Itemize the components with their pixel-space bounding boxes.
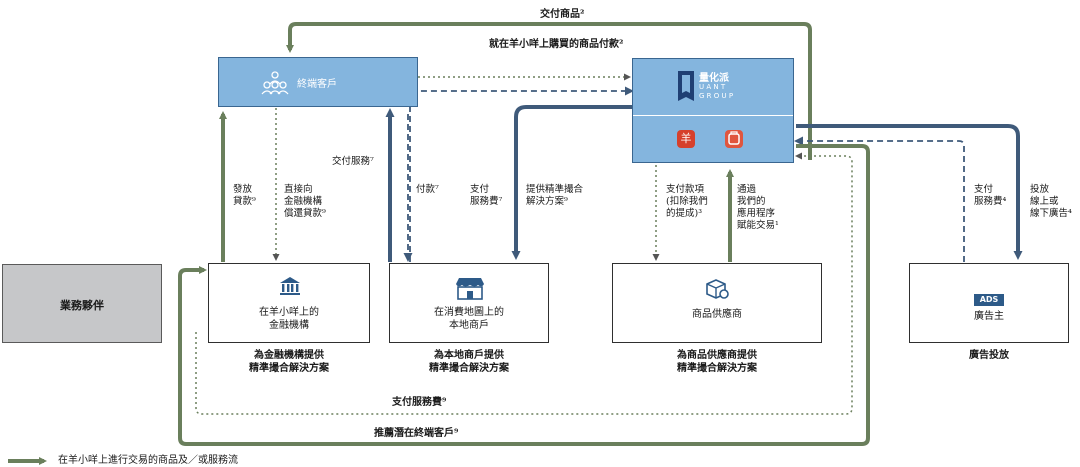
recommend-loop bbox=[178, 144, 870, 446]
supplier-label: 商品供應商 bbox=[692, 309, 742, 320]
via-app-label: 通過 我們的 應用程序 賦能交易¹ bbox=[737, 184, 779, 231]
deliver-service-label: 交付服務⁷ bbox=[332, 156, 374, 167]
brand-name: 量化派 bbox=[699, 73, 729, 84]
bottom-fee-label: 支付服務費⁹ bbox=[392, 397, 447, 408]
precise-solution-label: 提供精準撮合 解決方案⁹ bbox=[526, 184, 584, 207]
solution-merchant-line bbox=[511, 105, 632, 260]
people-icon bbox=[261, 70, 289, 96]
bottom-fee-loop bbox=[195, 152, 853, 415]
deliver-goods-label: 交付商品² bbox=[540, 9, 585, 20]
brand-sub-2: G R O U P bbox=[699, 92, 734, 100]
recommend-label: 推薦潛在終端客戶⁹ bbox=[374, 428, 459, 439]
advertiser-node[interactable]: ADS 廣告主 bbox=[909, 263, 1069, 343]
ads-icon: ADS bbox=[974, 294, 1004, 306]
ad-delivery-line bbox=[796, 124, 1023, 260]
supplier-node[interactable]: 商品供應商 bbox=[612, 263, 822, 343]
deliver-goods-line bbox=[286, 22, 812, 160]
adv-fee-line bbox=[794, 136, 965, 262]
financial-node[interactable]: 在羊小咩上的 金融機構 bbox=[208, 263, 370, 343]
legend-label: 在羊小咩上進行交易的商品及／或服務流 bbox=[58, 455, 238, 466]
group-divider bbox=[633, 115, 793, 116]
brand-sub-1: U A N T bbox=[699, 83, 726, 91]
ad-delivery-label: 投放 線上或 線下廣告⁴ bbox=[1030, 184, 1072, 219]
merchant-node[interactable]: 在消費地圖上的 本地商戶 bbox=[389, 263, 549, 343]
advertiser-label: 廣告主 bbox=[974, 311, 1004, 322]
partners-node[interactable]: 業務夥伴 bbox=[2, 264, 162, 343]
quant-group-node[interactable]: 量化派 U A N T G R O U P 羊 bbox=[632, 58, 794, 163]
merchant-caption: 為本地商戶提供 精準撮合解決方案 bbox=[429, 350, 509, 374]
package-icon bbox=[705, 278, 729, 300]
financial-caption: 為金融機構提供 精準撮合解決方案 bbox=[249, 350, 329, 374]
merchant-label: 在消費地圖上的 本地商戶 bbox=[434, 307, 504, 331]
partners-label: 業務夥伴 bbox=[60, 299, 104, 312]
store-icon bbox=[454, 276, 486, 300]
financial-label: 在羊小咩上的 金融機構 bbox=[259, 307, 319, 331]
pay-goods-label: 就在羊小咩上購買的商品付款² bbox=[489, 39, 624, 50]
merchant-fee-label: 支付 服務費⁷ bbox=[470, 184, 503, 207]
customer-node[interactable]: 終端客戶 bbox=[218, 57, 418, 107]
bank-icon bbox=[279, 276, 301, 296]
yangxiaomie-app-icon: 羊 bbox=[677, 130, 695, 148]
repay-label: 直接向 金融機構 償還貸款⁹ bbox=[284, 184, 326, 219]
pay-label: 付款⁷ bbox=[416, 184, 439, 195]
pay-net-label: 支付款項 (扣除我們 的提成)³ bbox=[666, 184, 708, 219]
quant-logo-icon bbox=[676, 69, 696, 103]
customer-label: 終端客戶 bbox=[297, 79, 337, 90]
supplier-caption: 為商品供應商提供 精準撮合解決方案 bbox=[677, 350, 757, 374]
issue-loan-label: 發放 貸款⁹ bbox=[233, 184, 256, 207]
advertiser-caption: 廣告投放 bbox=[969, 350, 1009, 361]
consumption-map-app-icon bbox=[725, 130, 743, 148]
adv-fee-label: 支付 服務費⁴ bbox=[974, 184, 1007, 207]
merchant-pay-dashed bbox=[409, 86, 634, 262]
